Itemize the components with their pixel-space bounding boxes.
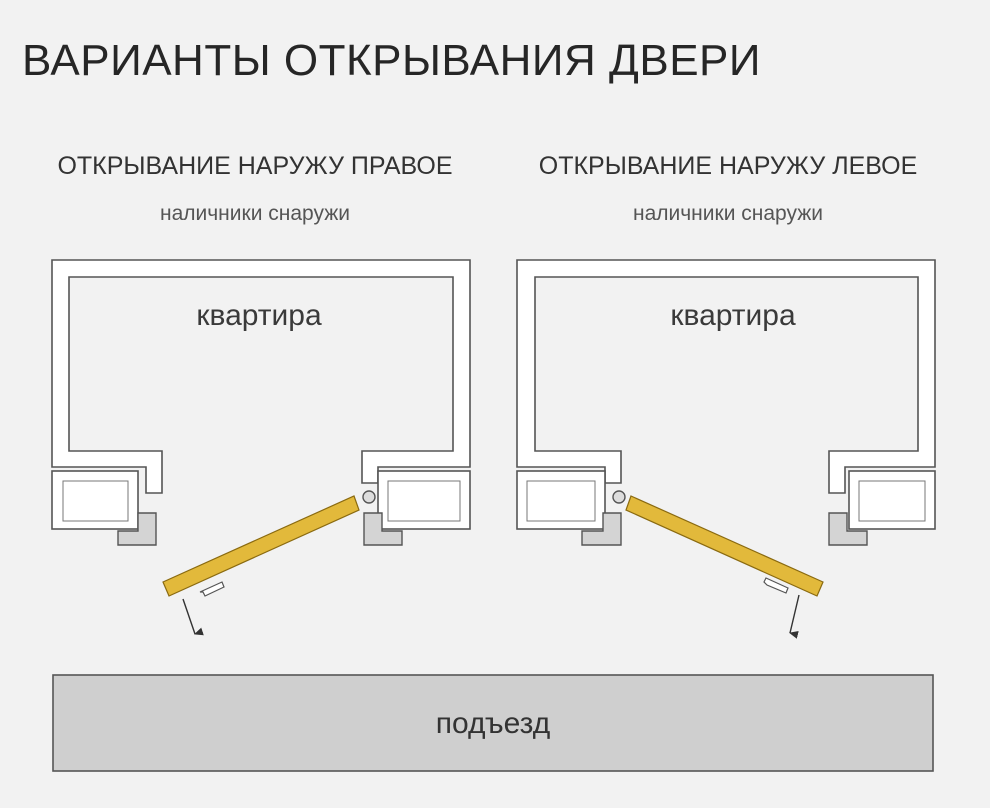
hinge-icon bbox=[362, 490, 376, 504]
page-title: ВАРИАНТЫ ОТКРЫВАНИЯ ДВЕРИ bbox=[22, 36, 762, 85]
trim-left-left bbox=[581, 512, 622, 546]
trim-left-right bbox=[117, 512, 157, 546]
swing-arrow-left bbox=[789, 594, 800, 639]
apartment-wall-right bbox=[51, 259, 471, 494]
hinge-icon bbox=[612, 490, 626, 504]
variant-right-subtitle: наличники снаружи bbox=[159, 202, 350, 225]
hallway-block bbox=[52, 674, 934, 772]
apartment-wall-left bbox=[516, 259, 936, 494]
apartment-label-right: квартира bbox=[196, 299, 322, 332]
trim-right-right bbox=[363, 512, 403, 546]
wall-stub-inner-left-left bbox=[526, 480, 596, 522]
wall-stub-inner-left-right bbox=[62, 480, 129, 522]
door-handle-icon bbox=[763, 577, 789, 594]
wall-stub-inner-right-left bbox=[858, 480, 926, 522]
variant-left-subtitle: наличники снаружи bbox=[632, 202, 823, 225]
apartment-label-left: квартира bbox=[670, 299, 796, 332]
door-leaf-right bbox=[162, 495, 360, 597]
wall-stub-left-right bbox=[51, 470, 139, 530]
variant-right-plan: квартира bbox=[51, 259, 471, 636]
door-handle-icon bbox=[199, 581, 225, 597]
swing-arrow-right bbox=[182, 598, 204, 636]
trim-right-left bbox=[828, 512, 868, 546]
wall-stub-right-right bbox=[377, 470, 471, 530]
variant-left-title: ОТКРЫВАНИЕ НАРУЖУ ЛЕВОЕ bbox=[538, 152, 918, 180]
variant-right-title: ОТКРЫВАНИЕ НАРУЖУ ПРАВОЕ bbox=[57, 152, 453, 180]
hallway-label: подъезд bbox=[436, 707, 551, 740]
variant-left-plan: квартира bbox=[516, 259, 936, 639]
door-leaf-left bbox=[625, 495, 824, 597]
wall-stub-right-left bbox=[848, 470, 936, 530]
wall-stub-inner-right-right bbox=[387, 480, 461, 522]
wall-stub-left-left bbox=[516, 470, 606, 530]
